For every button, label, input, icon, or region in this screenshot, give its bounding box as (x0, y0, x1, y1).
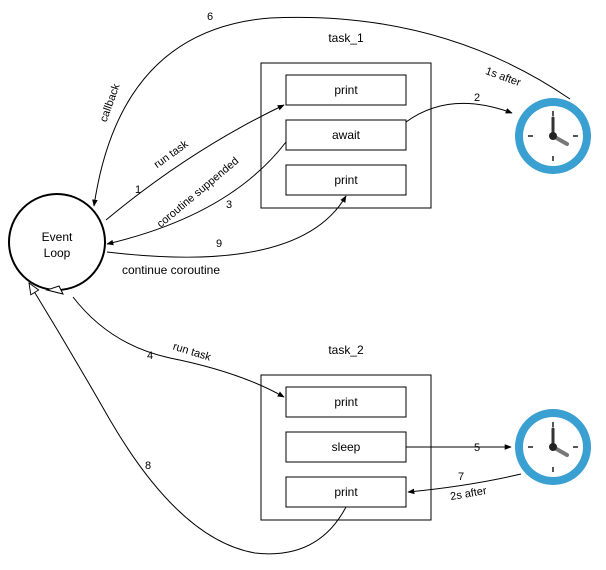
task-2-step-sleep-label: sleep (332, 440, 361, 454)
edge-8 (29, 283, 347, 555)
edge-7 (407, 473, 522, 495)
clock-icon (513, 96, 593, 176)
task-1-step-print-1 (285, 74, 407, 106)
edge-4-run-task (72, 296, 285, 398)
task-1-step-print-2 (285, 164, 407, 196)
edge-6-label: callback (98, 82, 123, 124)
task-1-step-await-label: await (332, 128, 361, 142)
edge-7-label: 2s after (449, 485, 488, 503)
task-1-step-await (285, 119, 407, 151)
edge-1-run-task (105, 104, 285, 221)
clock-icon (513, 407, 593, 487)
edge-5-number: 5 (474, 442, 480, 454)
edge-2 (405, 102, 513, 123)
edge-3-coroutine-suspended (106, 141, 287, 246)
task-1-step-print-2-label: print (334, 173, 358, 187)
event-loop-node: Event Loop (8, 193, 106, 291)
edge-2-number: 2 (474, 92, 480, 104)
edge-4-label: run task (171, 341, 212, 364)
edge-3-label: coroutine suppended (155, 155, 241, 230)
edge-2-label: 1s after (484, 65, 523, 89)
edge-6-number: 6 (207, 11, 213, 23)
task-2-step-print-2-label: print (334, 485, 358, 499)
edge-6-callback (92, 16, 571, 207)
edge-1-number: 1 (135, 184, 141, 196)
task-2-title: task_2 (328, 343, 364, 357)
task-2-step-print-2 (285, 476, 407, 508)
edge-1-label: run task (152, 138, 191, 171)
task-2-group: task_2 print sleep print (260, 343, 432, 521)
event-loop-label-1: Event (42, 230, 73, 244)
task-1-step-print-1-label: print (334, 83, 358, 97)
event-loop-label-2: Loop (44, 246, 71, 260)
edge-7-number: 7 (458, 471, 464, 483)
edge-4-origin-marker (45, 285, 64, 295)
task-1-group: task_1 print await print (260, 31, 432, 209)
edge-3-number: 3 (226, 199, 232, 211)
edge-4-number: 4 (147, 350, 153, 362)
edge-9-number: 9 (216, 238, 222, 250)
edge-9-label: continue coroutine (122, 263, 220, 277)
task-2-step-print-1 (285, 386, 407, 418)
task-1-title: task_1 (328, 31, 364, 45)
task-2-step-print-1-label: print (334, 395, 358, 409)
edge-8-number: 8 (145, 460, 151, 472)
edge-9-continue-coroutine (106, 195, 347, 258)
